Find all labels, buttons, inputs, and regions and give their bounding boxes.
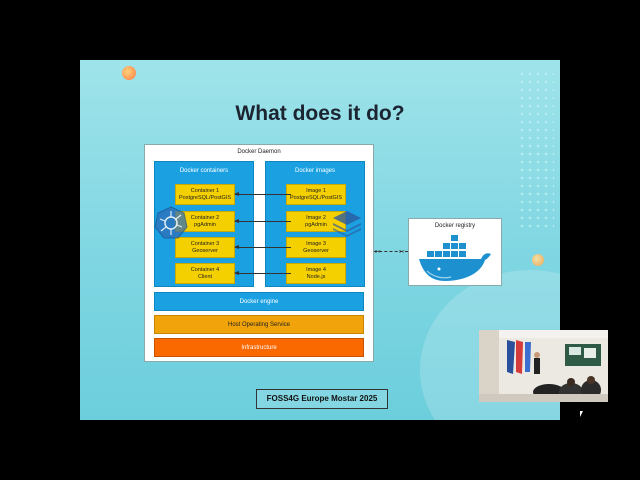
container-item-title: Container 1 — [190, 188, 220, 194]
image-item-name: pgAdmin — [305, 222, 327, 228]
slide-title: What does it do? — [235, 102, 405, 125]
image-to-container-arrow-2 — [234, 219, 291, 223]
image-item-3: Image 3 Geoserver — [286, 237, 346, 258]
conference-footer: FOSS4G Europe Mostar 2025 — [256, 389, 388, 409]
docker-daemon-box: Docker Daemon Docker containers Containe… — [144, 144, 374, 362]
registry-connector — [374, 251, 408, 252]
decorative-orb — [122, 66, 136, 80]
container-item-name: pgAdmin — [194, 222, 216, 228]
docker-whale-icon — [419, 235, 491, 281]
image-to-container-arrow-1 — [234, 192, 291, 196]
layers-icon — [333, 211, 361, 237]
image-item-title: Image 1 — [306, 188, 326, 194]
docker-registry-label: Docker registry — [434, 223, 476, 229]
image-item-name: Geoserver — [303, 248, 329, 254]
docker-images-column: Docker images Image 1 PostgreSQL/PostGIS… — [265, 161, 365, 287]
image-item-title: Image 4 — [306, 267, 326, 273]
docker-containers-label: Docker containers — [179, 168, 229, 174]
docker-containers-column: Docker containers Container 1 PostgreSQL… — [154, 161, 254, 287]
container-item-3: Container 3 Geoserver — [175, 237, 235, 258]
container-item-title: Container 4 — [190, 267, 220, 273]
container-item-1: Container 1 PostgreSQL/PostGIS — [175, 184, 235, 205]
image-item-name: PostgreSQL/PostGIS — [290, 195, 342, 201]
container-item-2: Container 2 pgAdmin — [175, 211, 235, 232]
container-item-name: PostgreSQL/PostGIS — [179, 195, 231, 201]
docker-daemon-label: Docker Daemon — [237, 149, 281, 155]
kubernetes-icon — [154, 206, 188, 239]
container-item-title: Container 2 — [190, 215, 220, 221]
docker-registry-box: Docker registry — [408, 218, 502, 286]
image-item-title: Image 3 — [306, 241, 326, 247]
decorative-orb-small — [532, 254, 544, 266]
connector-end-left: ✂ — [375, 249, 381, 256]
container-item-name: Geoserver — [192, 248, 218, 254]
container-item-title: Container 3 — [190, 241, 220, 247]
camera-scene — [479, 330, 608, 402]
docker-images-label: Docker images — [294, 168, 335, 174]
image-to-container-arrow-3 — [234, 245, 291, 249]
container-item-name: Client — [197, 274, 213, 280]
image-item-1: Image 1 PostgreSQL/PostGIS — [286, 184, 346, 205]
docker-engine-bar: Docker engine — [154, 292, 364, 311]
connector-end-right: ✂ — [399, 249, 405, 256]
image-item-4: Image 4 Node.js — [286, 263, 346, 284]
container-item-4: Container 4 Client — [175, 263, 235, 284]
image-item-title: Image 2 — [306, 215, 326, 221]
image-item-name: Node.js — [306, 274, 326, 280]
host-os-bar: Host Operating Service — [154, 315, 364, 334]
speaker-camera-feed — [479, 330, 608, 402]
infrastructure-bar: Infrastructure — [154, 338, 364, 357]
image-to-container-arrow-4 — [234, 271, 291, 275]
decorative-dot-grid — [518, 70, 554, 230]
cursor-icon — [580, 411, 583, 417]
